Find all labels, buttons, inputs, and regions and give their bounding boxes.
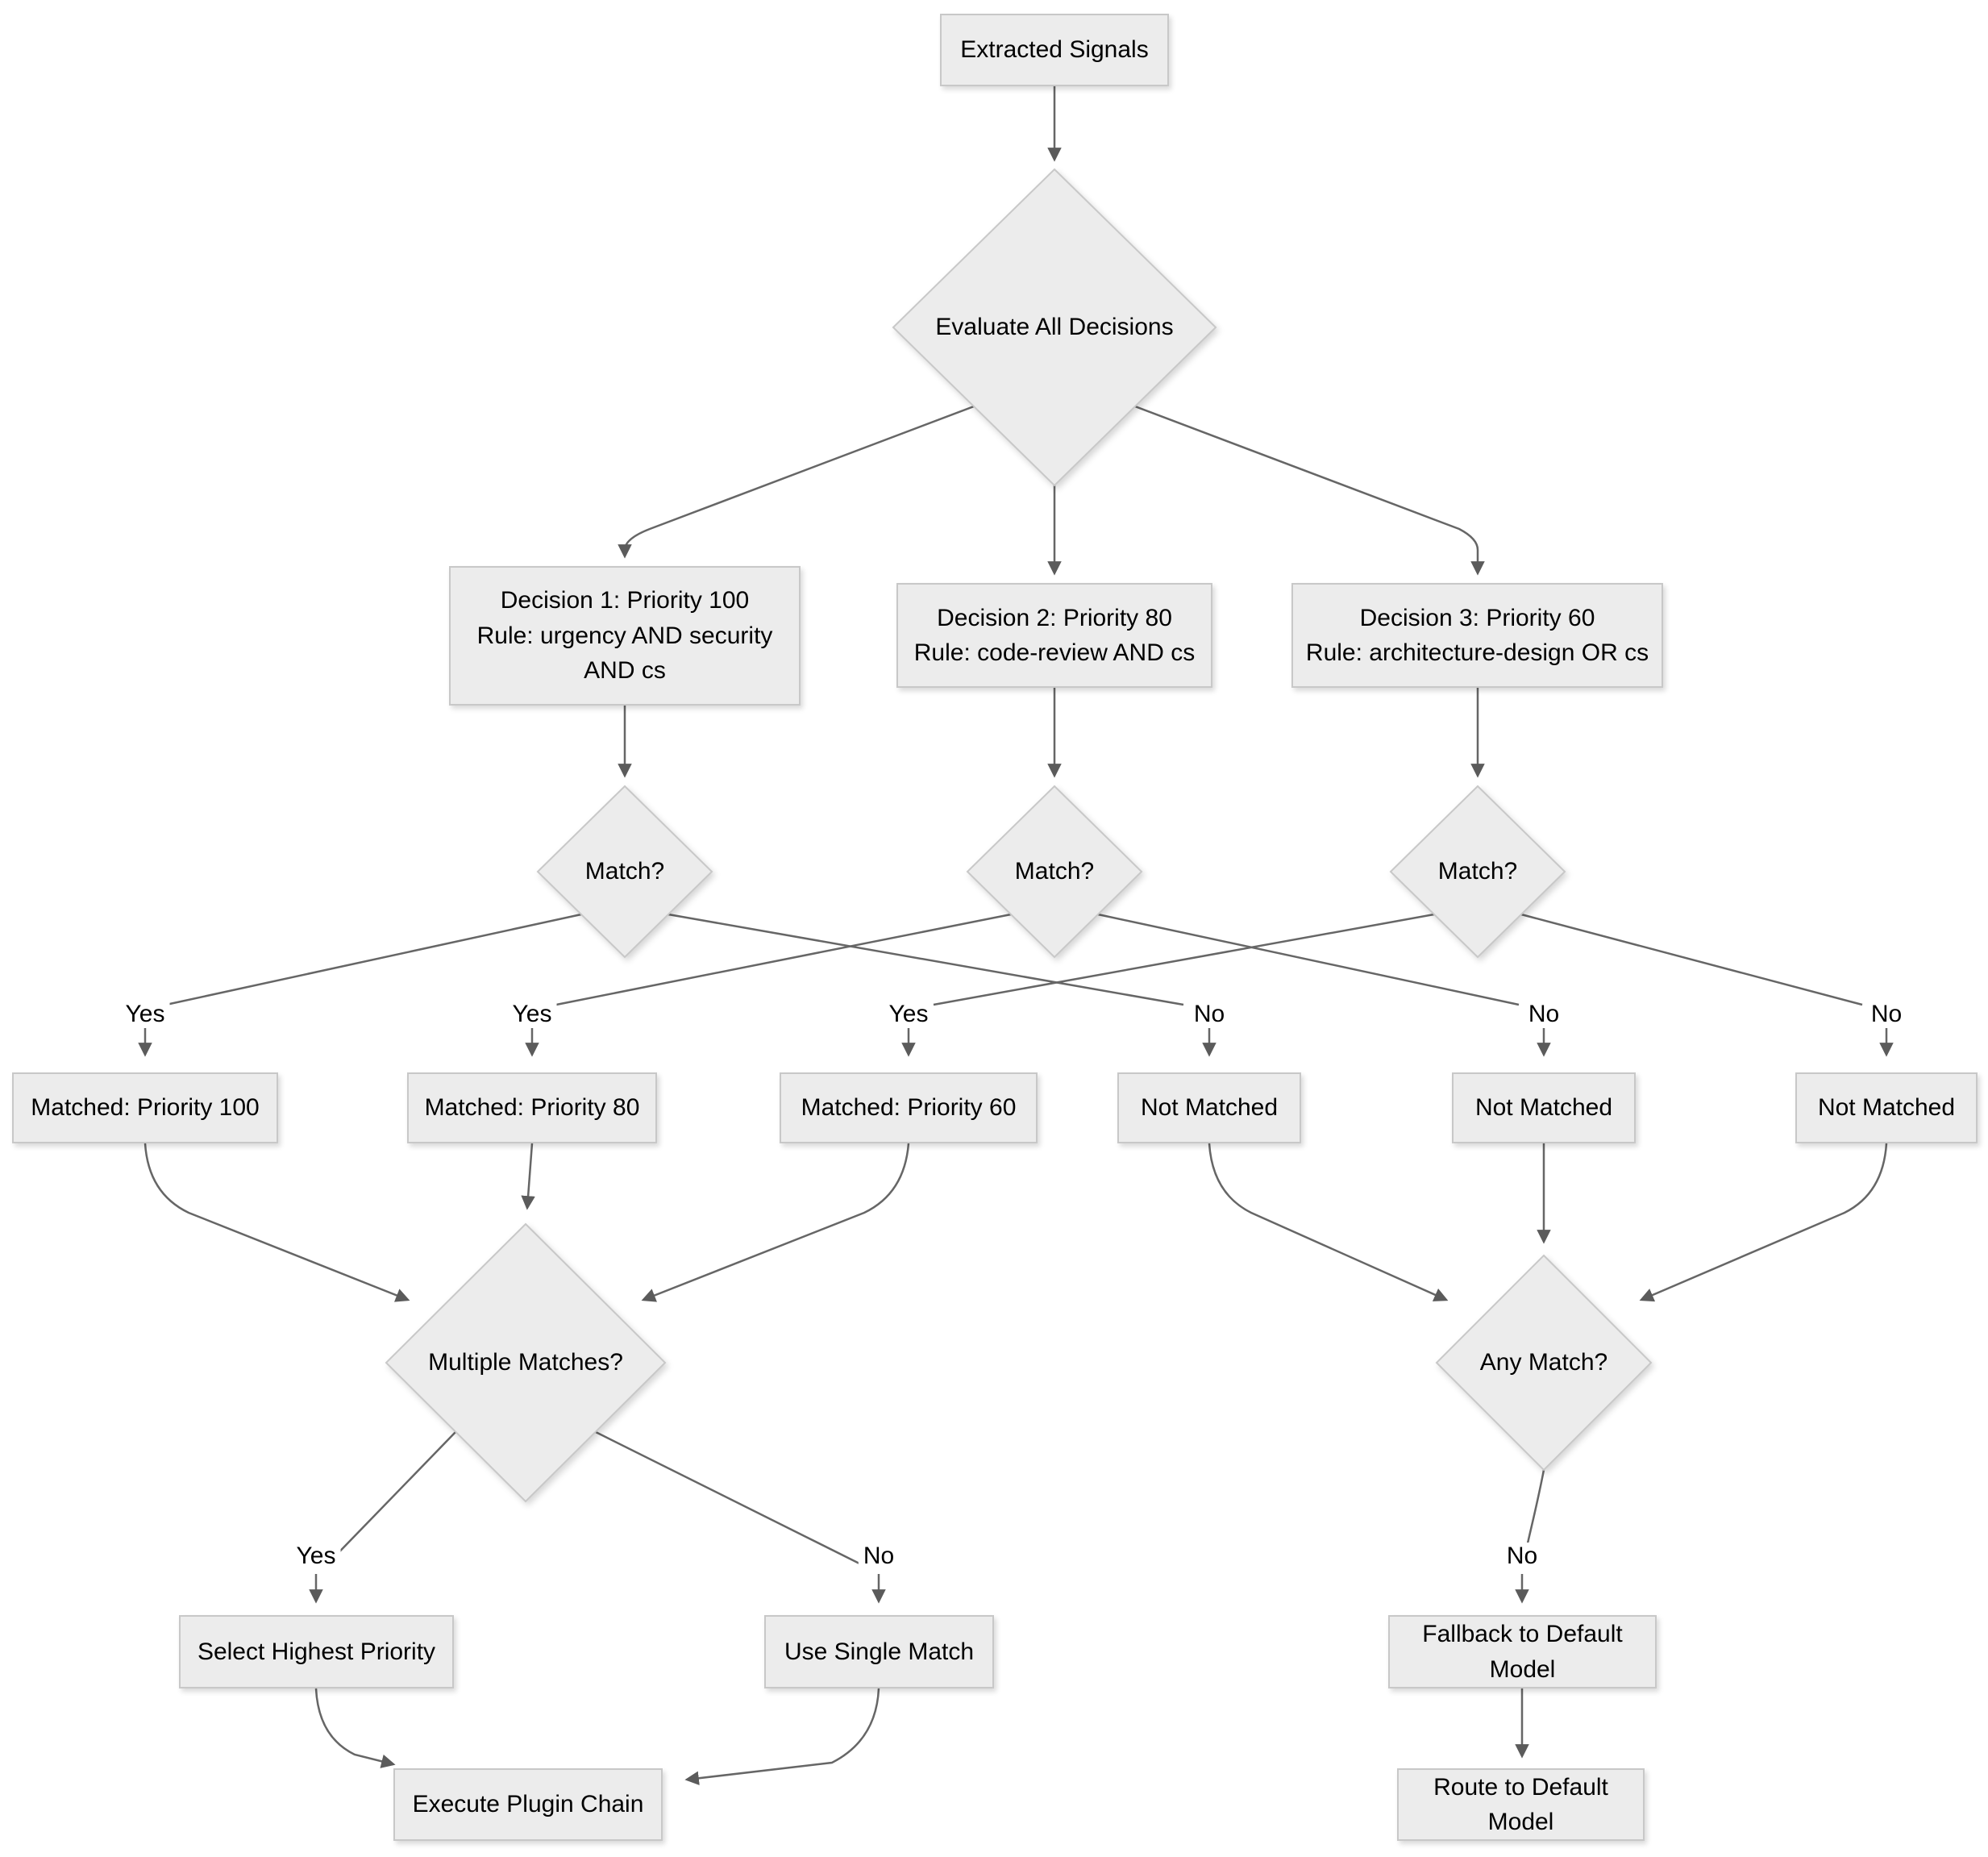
edge-match3-no-diagonal <box>1520 913 1863 1006</box>
node-multiple-matches: Multiple Matches? <box>428 1349 623 1376</box>
node-matched-priority-80-label: Matched: Priority 80 <box>424 1094 640 1122</box>
node-decision-1-line3: AND cs <box>584 657 666 685</box>
node-decision-2-line2: Rule: code-review AND cs <box>913 639 1196 666</box>
node-match3: Match? <box>1437 858 1518 885</box>
edge-match2-no-diagonal <box>1097 913 1520 1006</box>
edge-multiple-yes-diagonal <box>325 1431 456 1567</box>
node-route-to-default-model: Route to Default Model <box>1397 1768 1645 1841</box>
edge-evaluate-to-decision1 <box>618 405 975 559</box>
node-decision-1-line1: Decision 1: Priority 100 <box>500 587 750 614</box>
edge-notmatched3-to-anymatch <box>1639 1143 1888 1302</box>
node-select-highest-priority: Select Highest Priority <box>179 1615 454 1688</box>
node-extracted-signals-label: Extracted Signals <box>960 36 1149 64</box>
node-execute-plugin-chain-label: Execute Plugin Chain <box>412 1791 644 1818</box>
node-matched-priority-60: Matched: Priority 60 <box>780 1072 1038 1143</box>
edge-label-multiple-yes: Yes <box>291 1543 341 1570</box>
node-extracted-signals: Extracted Signals <box>940 14 1169 86</box>
diamond-any-match-shape <box>1435 1254 1653 1472</box>
node-not-matched-3-label: Not Matched <box>1817 1094 1956 1122</box>
node-decision-1-line2: Rule: urgency AND security <box>476 622 773 649</box>
edge-label-match3-yes: Yes <box>884 1001 934 1028</box>
node-not-matched-2: Not Matched <box>1452 1072 1636 1143</box>
edge-match2-yes-diagonal <box>555 913 1012 1006</box>
edge-match1-yes-diagonal <box>165 913 582 1006</box>
node-select-highest-priority-label: Select Highest Priority <box>197 1638 436 1665</box>
node-decision-3: Decision 3: Priority 60 Rule: architectu… <box>1291 583 1663 688</box>
edge-select-to-execute <box>314 1688 396 1768</box>
edge-label-match1-no: No <box>1188 1001 1230 1028</box>
node-not-matched-1: Not Matched <box>1117 1072 1301 1143</box>
node-any-match: Any Match? <box>1479 1349 1608 1376</box>
edge-notmatched1-to-anymatch <box>1208 1143 1449 1301</box>
edge-match1-no-diagonal <box>668 913 1184 1006</box>
diamond-evaluate-shape <box>892 168 1217 487</box>
node-matched-priority-100-label: Matched: Priority 100 <box>31 1094 260 1122</box>
diamond-multiple-matches-shape <box>385 1222 667 1503</box>
node-match1: Match? <box>584 858 665 885</box>
node-decision-2: Decision 2: Priority 80 Rule: code-revie… <box>896 583 1212 688</box>
diamond-match2-shape <box>966 785 1143 959</box>
edge-label-match2-yes: Yes <box>507 1001 557 1028</box>
node-decision-2-line1: Decision 2: Priority 80 <box>937 604 1172 631</box>
node-not-matched-1-label: Not Matched <box>1140 1094 1279 1122</box>
node-evaluate-all-decisions: Evaluate All Decisions <box>935 314 1174 340</box>
edge-match3-yes-diagonal <box>933 913 1435 1006</box>
edge-multiple-no-diagonal <box>595 1430 865 1568</box>
node-matched-priority-60-label: Matched: Priority 60 <box>801 1094 1017 1122</box>
edge-label-match2-no: No <box>1523 1001 1565 1028</box>
node-fallback-to-default-model: Fallback to Default Model <box>1388 1615 1657 1688</box>
node-execute-plugin-chain: Execute Plugin Chain <box>393 1768 663 1841</box>
edge-evaluate-to-decision3 <box>1134 405 1485 576</box>
node-match2: Match? <box>1014 858 1095 885</box>
edge-label-anymatch-no: No <box>1501 1543 1543 1570</box>
node-matched-priority-100: Matched: Priority 100 <box>12 1072 278 1143</box>
edge-label-match3-no: No <box>1865 1001 1907 1028</box>
edge-single-to-execute <box>684 1688 880 1785</box>
diamond-match3-shape <box>1389 785 1566 959</box>
node-not-matched-2-label: Not Matched <box>1474 1094 1613 1122</box>
diamond-match1-shape <box>536 785 713 959</box>
node-not-matched-3: Not Matched <box>1795 1072 1978 1143</box>
node-use-single-match-label: Use Single Match <box>784 1638 975 1665</box>
node-route-to-default-model-label: Route to Default Model <box>1433 1773 1608 1836</box>
edge-matched80-to-multiple <box>521 1143 535 1210</box>
edge-matched60-to-multiple <box>641 1143 910 1302</box>
edge-matched100-to-multiple <box>143 1143 410 1302</box>
edge-label-multiple-no: No <box>858 1543 900 1570</box>
edge-label-match1-yes: Yes <box>120 1001 170 1028</box>
node-matched-priority-80: Matched: Priority 80 <box>407 1072 657 1143</box>
node-fallback-to-default-model-label: Fallback to Default Model <box>1422 1621 1623 1683</box>
node-use-single-match: Use Single Match <box>764 1615 994 1688</box>
node-decision-3-line1: Decision 3: Priority 60 <box>1359 604 1595 631</box>
node-decision-1: Decision 1: Priority 100 Rule: urgency A… <box>449 566 801 706</box>
node-decision-3-line2: Rule: architecture-design OR cs <box>1305 639 1649 666</box>
